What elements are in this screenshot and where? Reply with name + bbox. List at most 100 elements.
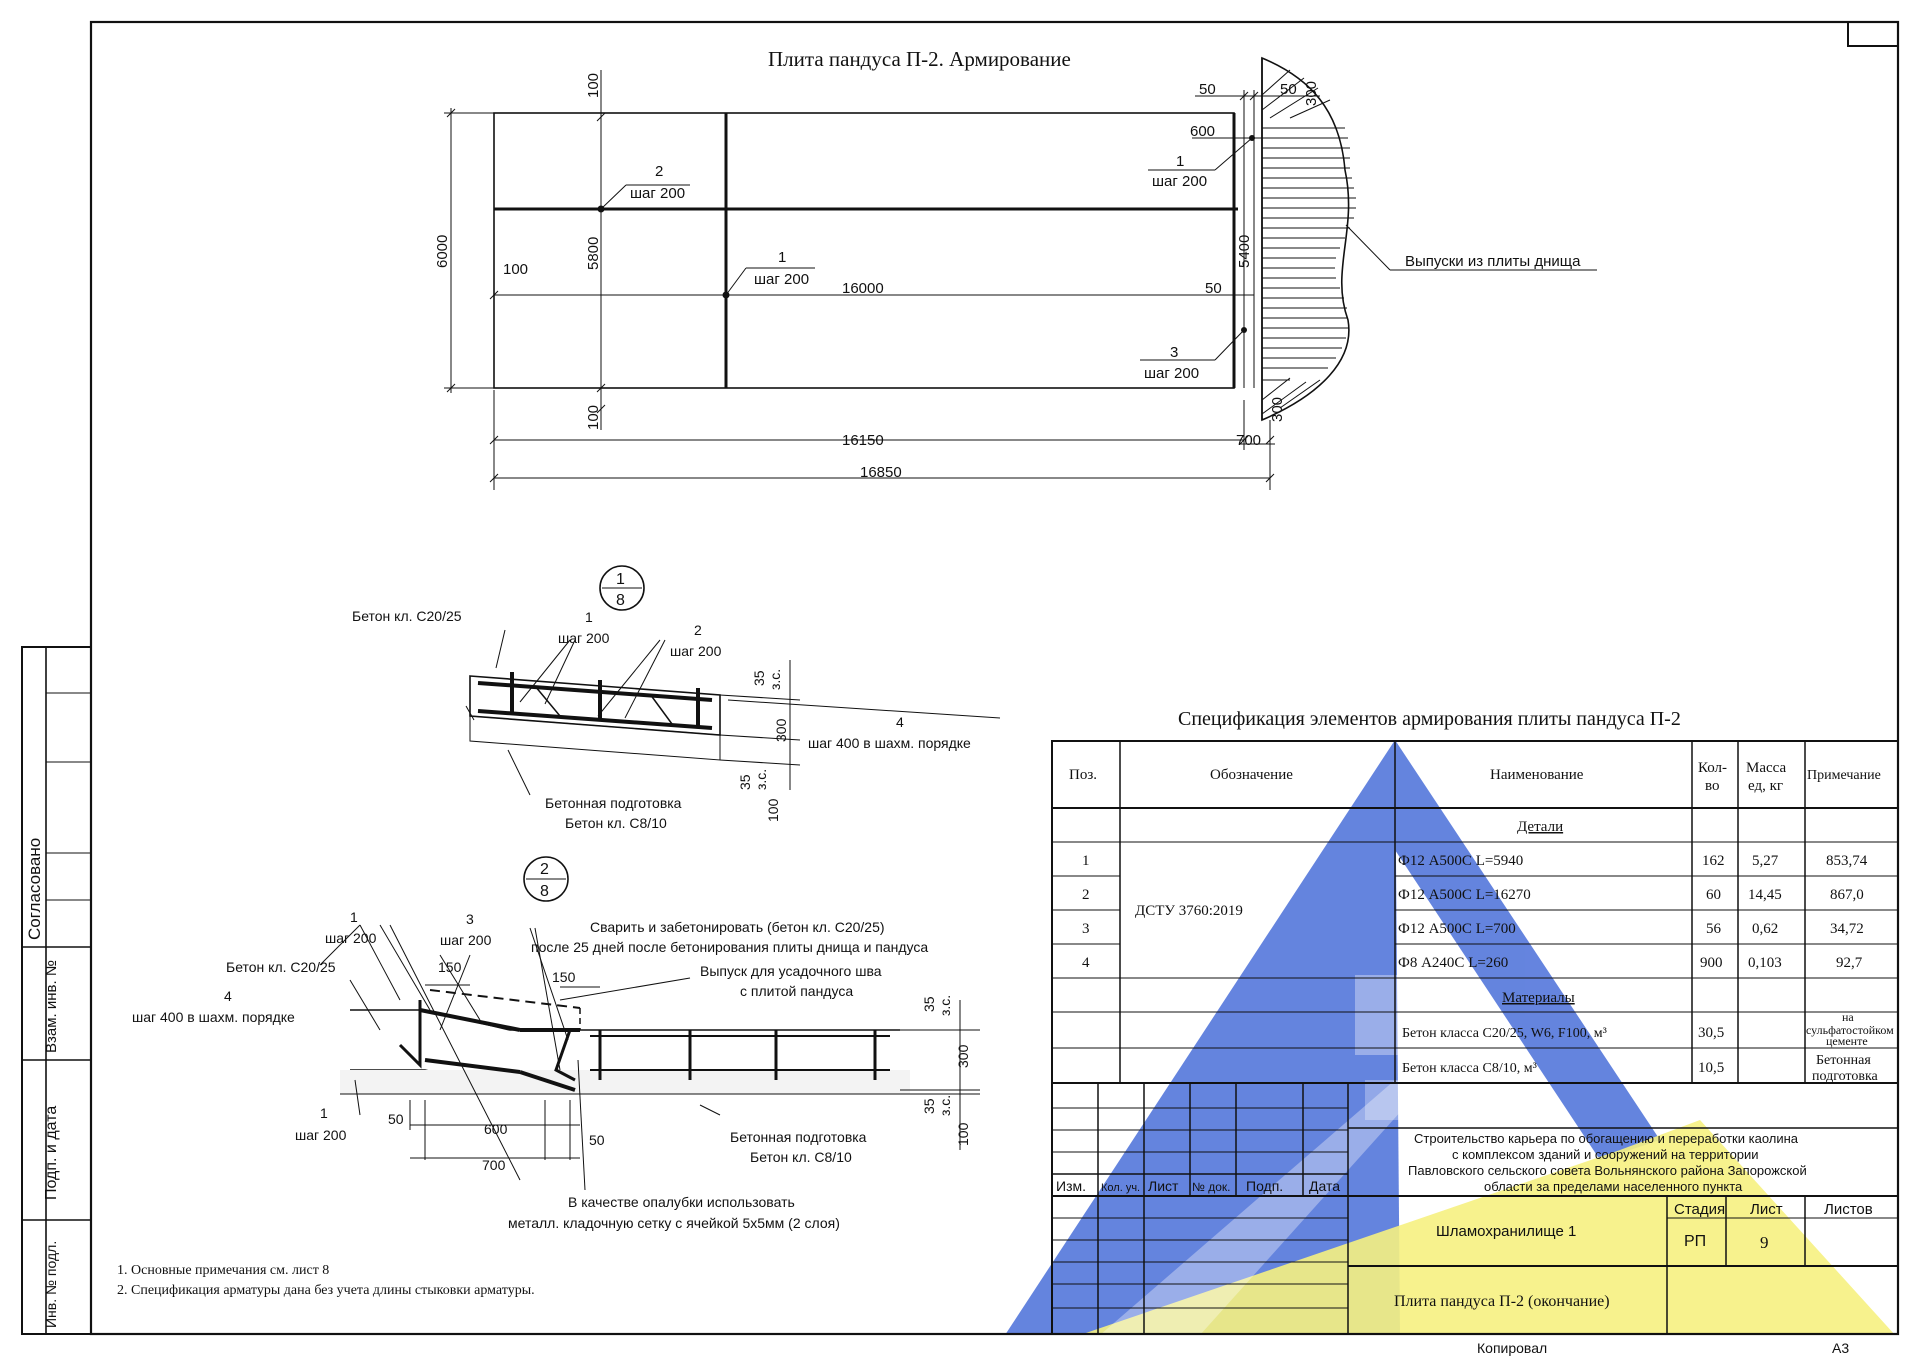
spec-material-2-name: Бетон класса С8/10, м³ <box>1402 1061 1537 1076</box>
spec-header-note: Примечание <box>1807 768 1881 783</box>
spec-row-2-qty: 60 <box>1706 887 1721 903</box>
section-2-callout-4-step: шаг 400 в шахм. порядке <box>132 1009 295 1025</box>
section-2-dims <box>319 924 980 1191</box>
spec-title: Спецификация элементов армирования плиты… <box>1178 708 1681 730</box>
dim-100-bottom: 100 <box>585 405 602 430</box>
section-2-joint-note-2: с плитой пандуса <box>740 983 853 999</box>
section-2-dim-150b: 150 <box>552 969 576 985</box>
callout-3-number: 3 <box>1170 344 1178 361</box>
spec-row-2-name: Ф12 А500С L=16270 <box>1398 887 1531 903</box>
section-1-callout-1-number: 1 <box>585 609 593 625</box>
section-1-dim-zs-a: з.с. <box>767 669 783 690</box>
dim-600: 600 <box>1190 123 1215 140</box>
section-1-callout-2-step: шаг 200 <box>670 643 722 659</box>
spec-header-qty-1: Кол- <box>1698 760 1727 776</box>
side-label-sign-date: Подп. и дата <box>43 1106 60 1200</box>
spec-standard: ДСТУ 3760:2019 <box>1135 903 1243 919</box>
section-2-callout-1-step: шаг 200 <box>325 930 377 946</box>
titleblock-object: Шламохранилище 1 <box>1436 1223 1576 1240</box>
titleblock-stage: РП <box>1684 1233 1706 1250</box>
spec-section-materials: Материалы <box>1502 990 1575 1006</box>
section-2-dim-zs-a: з.с. <box>937 995 953 1016</box>
dim-700: 700 <box>1236 432 1261 449</box>
spec-material-1-name: Бетон класса С20/25, W6, F100, м³ <box>1402 1026 1607 1041</box>
section-1-callout-2-number: 2 <box>694 622 702 638</box>
titleblock-col-doc: № док. <box>1192 1180 1230 1194</box>
spec-row-4-mass: 0,103 <box>1748 955 1782 971</box>
drawing-title: Плита пандуса П-2. Армирование <box>768 47 1071 71</box>
spec-row-3-mass: 0,62 <box>1752 921 1778 937</box>
section-2-marker-bottom: 8 <box>540 883 549 900</box>
dim-6000: 6000 <box>434 235 451 268</box>
section-1-dim-zs-b: з.с. <box>753 769 769 790</box>
dim-16850: 16850 <box>860 464 902 481</box>
dim-16150: 16150 <box>842 432 884 449</box>
spec-row-1-pos: 1 <box>1082 853 1090 869</box>
spec-row-3-pos: 3 <box>1082 921 1090 937</box>
section-2-marker <box>523 856 569 902</box>
spec-material-2-note-1: Бетонная <box>1816 1053 1871 1068</box>
section-1-marker-top: 1 <box>616 571 625 588</box>
titleblock-col-date: Дата <box>1309 1178 1340 1194</box>
section-1-prep-class: Бетон кл. С8/10 <box>565 815 667 831</box>
plan-dimension-texts: 100 6000 5800 100 100 16000 50 16150 700… <box>434 73 1320 481</box>
dim-100-top: 100 <box>585 73 602 98</box>
titleblock-sheet-number: 9 <box>1760 1233 1769 1252</box>
section-1-callout-4-number: 4 <box>896 714 904 730</box>
spec-row-3-qty: 56 <box>1706 921 1722 937</box>
spec-material-1-note-3: цементе <box>1826 1034 1868 1048</box>
section-1-dim-35b: 35 <box>737 774 753 790</box>
dim-50-mid: 50 <box>1205 280 1222 297</box>
spec-row-3-name: Ф12 А500С L=700 <box>1398 921 1516 937</box>
callout-1b-number: 1 <box>1176 153 1184 170</box>
section-2-callout-3-number: 3 <box>466 911 474 927</box>
dim-5400: 5400 <box>1236 235 1253 268</box>
spec-row-2-pos: 2 <box>1082 887 1090 903</box>
section-1-callout-4-step: шаг 400 в шахм. порядке <box>808 735 971 751</box>
section-2-dim-700: 700 <box>482 1157 506 1173</box>
section-2-dim-100: 100 <box>955 1122 971 1146</box>
section-2-dim-600: 600 <box>484 1121 508 1137</box>
titleblock-project-line-4: области за пределами населенного пункта <box>1484 1179 1743 1194</box>
titleblock-project-line-1: Строительство карьера по обогащению и пе… <box>1414 1131 1799 1146</box>
spec-header-qty-2: во <box>1705 778 1719 794</box>
side-label-inv-orig: Инв. № подл. <box>43 1241 59 1328</box>
titleblock-sheet-title: Плита пандуса П-2 (окончание) <box>1394 1293 1610 1310</box>
section-2-prep-class: Бетон кл. С8/10 <box>750 1149 852 1165</box>
spec-material-1-qty: 30,5 <box>1698 1025 1724 1041</box>
spec-row-2-note: 867,0 <box>1830 887 1864 903</box>
spec-row-4-name: Ф8 А240С L=260 <box>1398 955 1508 971</box>
spec-header-pos: Поз. <box>1069 767 1097 783</box>
spec-row-1-qty: 162 <box>1702 853 1725 869</box>
section-2-form-note-2: металл. кладочную сетку с ячейкой 5х5мм … <box>508 1215 840 1231</box>
section-2-callout-1b-step: шаг 200 <box>295 1127 347 1143</box>
section-2-form-note-1: В качестве опалубки использовать <box>568 1194 795 1210</box>
dim-16000: 16000 <box>842 280 884 297</box>
titleblock-col-sign: Подп. <box>1246 1178 1283 1194</box>
spec-row-1-mass: 5,27 <box>1752 853 1779 869</box>
dim-50-top-b: 50 <box>1280 81 1297 98</box>
titleblock-copied: Копировал <box>1477 1340 1547 1356</box>
spec-material-1-note-2: сульфатостойком <box>1806 1023 1894 1037</box>
title-block-grid <box>1051 1082 1899 1335</box>
section-1-dim-300: 300 <box>773 718 789 742</box>
spec-row-3-note: 34,72 <box>1830 921 1864 937</box>
section-1-dim-35a: 35 <box>751 670 767 686</box>
section-1-prep-label: Бетонная подготовка <box>545 795 682 811</box>
side-label-inv-swap: Взам. инв. № <box>43 960 60 1053</box>
spec-header-name: Наименование <box>1490 767 1584 783</box>
section-2-dim-150a: 150 <box>438 959 462 975</box>
dim-300-bottom: 300 <box>1269 397 1286 422</box>
section-1-marker <box>599 565 645 611</box>
section-2-weld-note-2: после 25 дней после бетонирования плиты … <box>531 939 928 955</box>
section-2-concrete-label: Бетон кл. С20/25 <box>226 959 336 975</box>
titleblock-format: А3 <box>1832 1340 1849 1356</box>
section-2-dim-35b: 35 <box>921 1098 937 1114</box>
section-2-dim-35a: 35 <box>921 996 937 1012</box>
spec-row-2-mass: 14,45 <box>1748 887 1782 903</box>
dim-5800: 5800 <box>585 237 602 270</box>
section-2-dim-300: 300 <box>955 1044 971 1068</box>
section-2-dim-zs-b: з.с. <box>937 1095 953 1116</box>
plan-callout-dots <box>597 135 1255 333</box>
